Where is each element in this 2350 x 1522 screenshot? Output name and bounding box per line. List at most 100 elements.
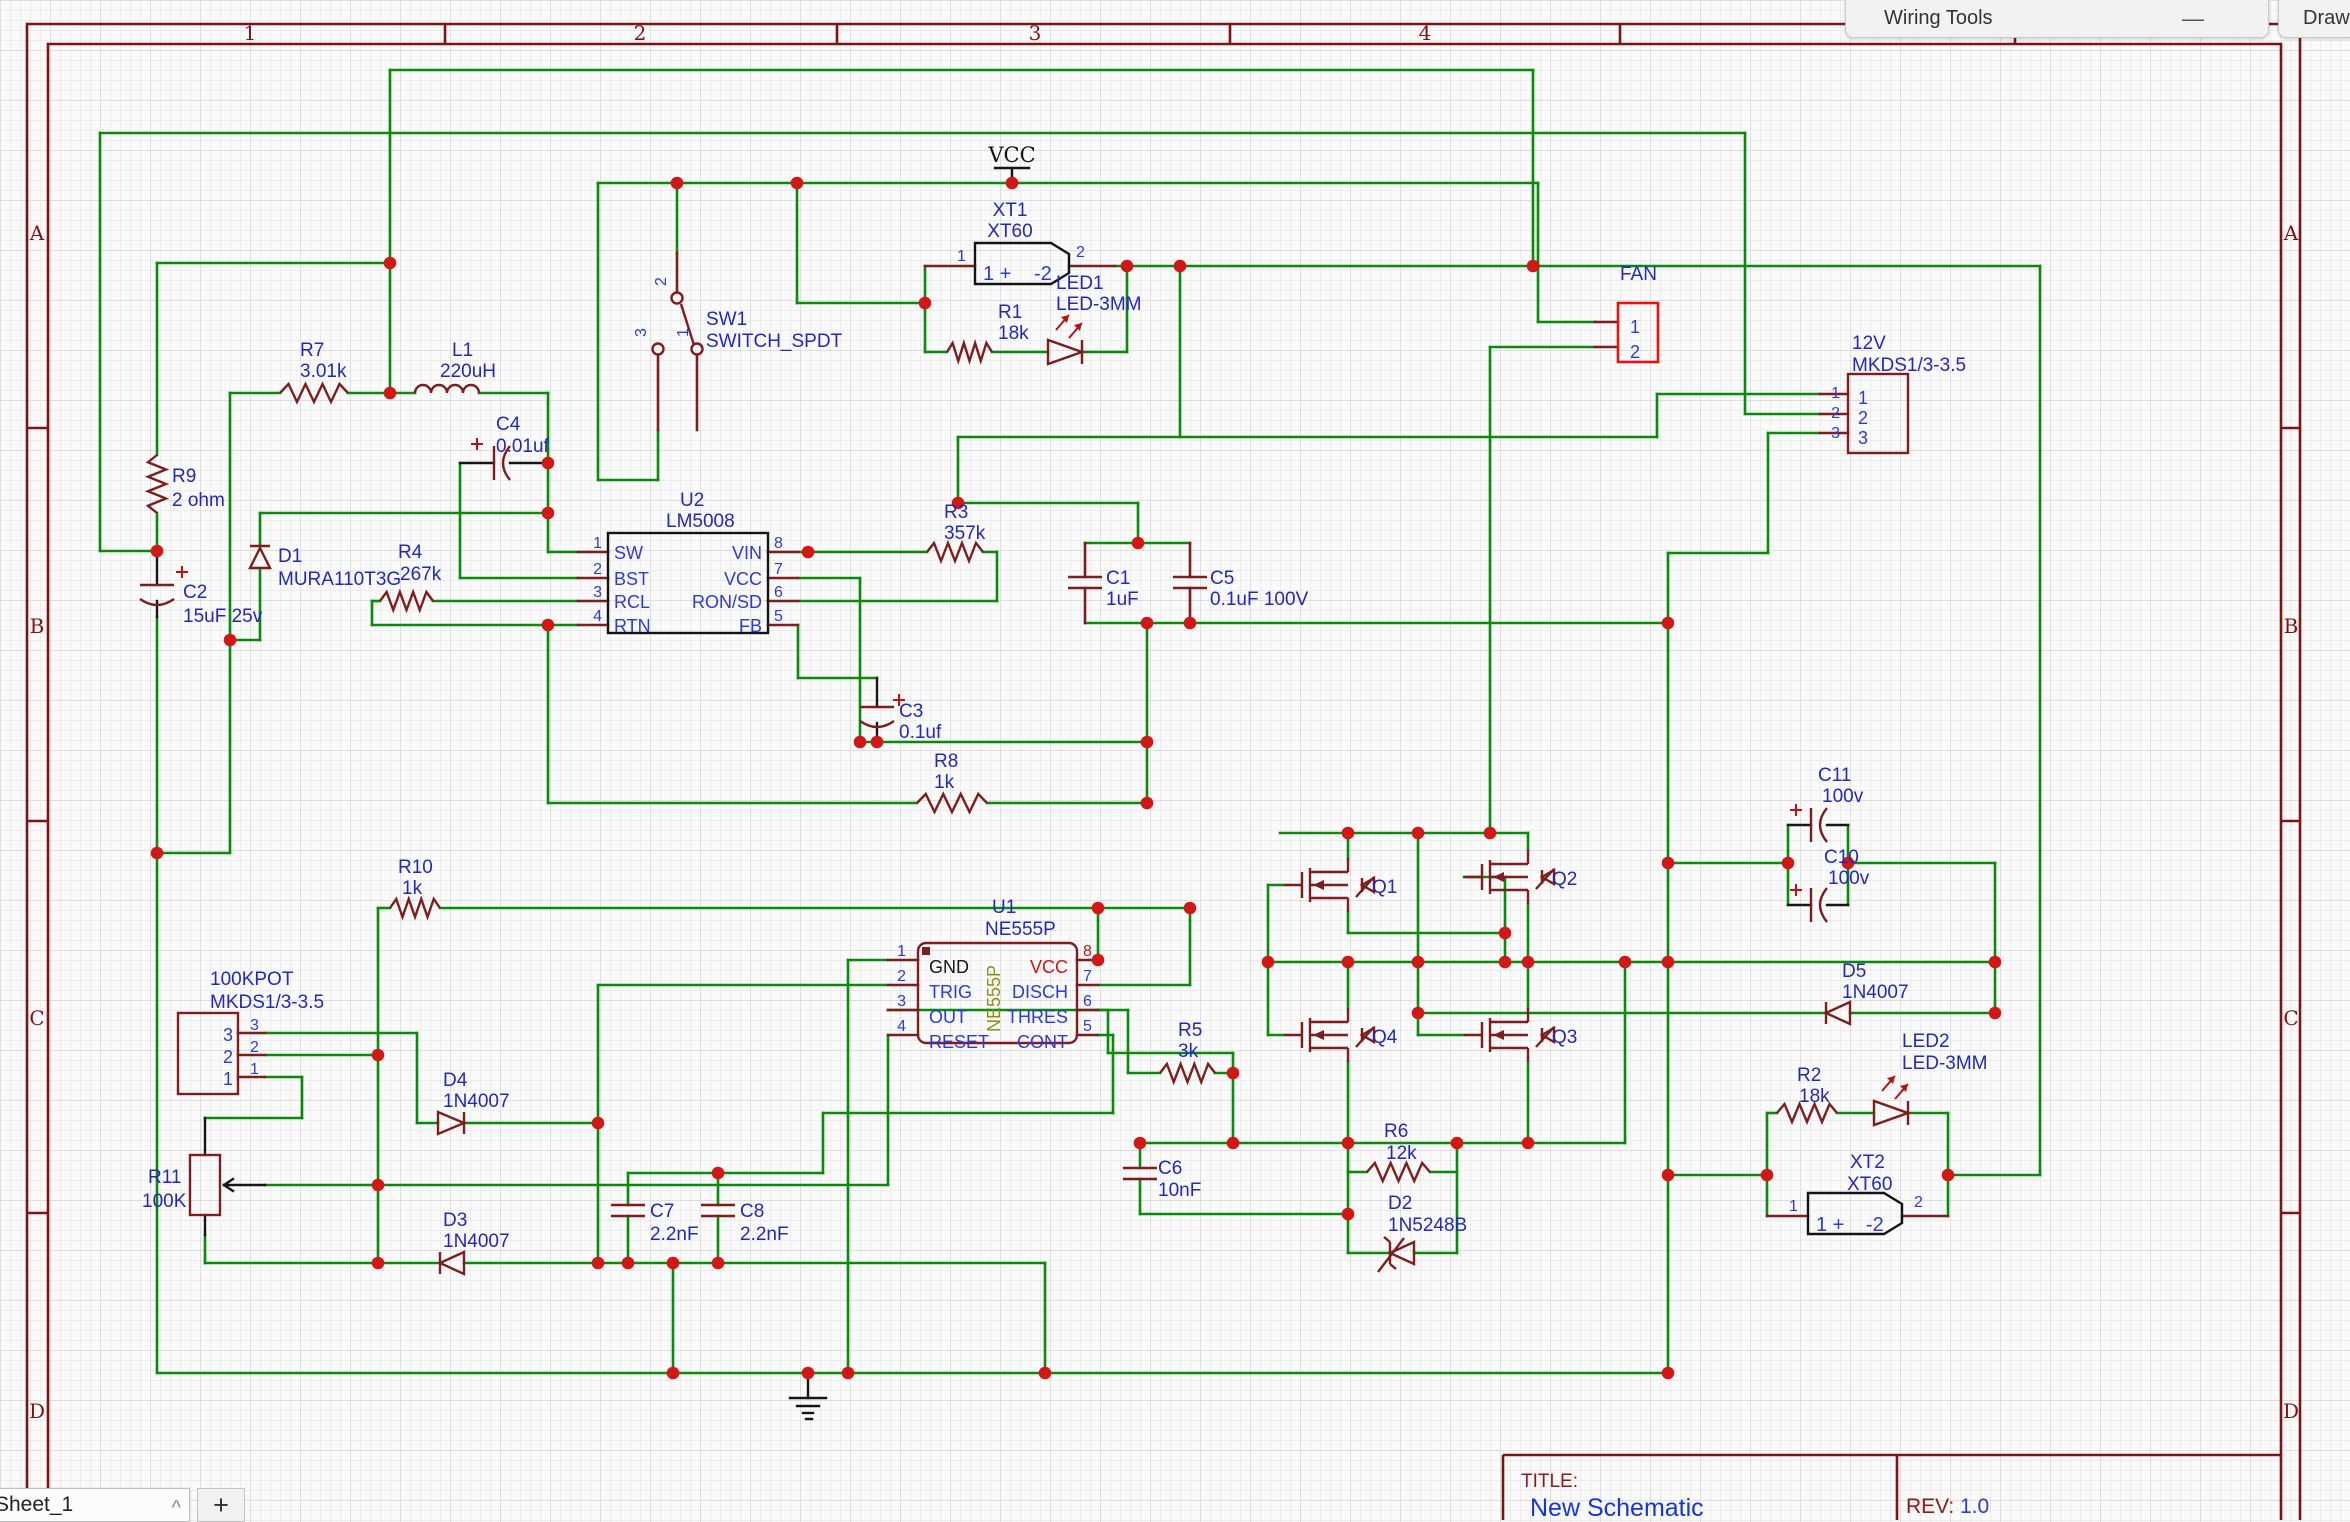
schematic-text[interactable]: 6 bbox=[774, 584, 783, 601]
schematic-text[interactable]: VIN bbox=[732, 543, 762, 563]
schematic-text[interactable]: C8 bbox=[740, 1201, 764, 1222]
schematic-text[interactable]: 10nF bbox=[1158, 1180, 1201, 1201]
schematic-text[interactable]: C4 bbox=[496, 414, 521, 435]
schematic-text[interactable]: 1 bbox=[675, 328, 692, 337]
resistor[interactable] bbox=[279, 381, 349, 405]
schematic-text[interactable]: 15uF 25v bbox=[183, 606, 263, 627]
schematic-text[interactable]: 1 bbox=[223, 1069, 233, 1089]
schematic-text[interactable]: 1N4007 bbox=[443, 1091, 510, 1112]
schematic-text[interactable]: 2 bbox=[593, 561, 602, 578]
schematic-text[interactable]: 357k bbox=[944, 523, 986, 544]
schematic-text[interactable]: D5 bbox=[1842, 961, 1866, 982]
schematic-text[interactable]: 1N5248B bbox=[1388, 1215, 1467, 1236]
schematic-text[interactable]: Q4 bbox=[1372, 1027, 1398, 1048]
schematic-text[interactable]: C6 bbox=[1158, 1158, 1182, 1179]
component-body[interactable] bbox=[1846, 372, 1910, 455]
schematic-text[interactable]: D3 bbox=[443, 1210, 467, 1231]
diode[interactable] bbox=[248, 545, 272, 570]
mosfet[interactable] bbox=[1313, 880, 1324, 890]
schematic-text[interactable]: VCC bbox=[724, 569, 762, 589]
schematic-text[interactable]: 2 bbox=[1076, 244, 1085, 261]
schematic-text[interactable]: 18k bbox=[1799, 1086, 1830, 1107]
capacitor-polarized[interactable] bbox=[1818, 807, 1828, 843]
schematic-text[interactable]: L1 bbox=[452, 340, 473, 361]
schematic-text[interactable]: C7 bbox=[650, 1201, 674, 1222]
net-label-vcc[interactable]: VCC bbox=[987, 143, 1035, 167]
schematic-text[interactable]: 100v bbox=[1822, 786, 1864, 807]
schematic-text[interactable]: 3 bbox=[223, 1025, 233, 1045]
schematic-text[interactable]: Q2 bbox=[1552, 869, 1577, 890]
schematic-text[interactable]: 1 bbox=[1789, 1198, 1798, 1215]
schematic-text[interactable]: FB bbox=[739, 616, 762, 636]
schematic-text[interactable]: LED1 bbox=[1056, 273, 1104, 294]
schematic-text[interactable]: -2 bbox=[1866, 1214, 1884, 1236]
schematic-text[interactable]: LM5008 bbox=[666, 511, 735, 532]
zener-diode[interactable] bbox=[1377, 1237, 1405, 1273]
wiring-tools-panel[interactable]: Wiring Tools — bbox=[1845, 0, 2269, 38]
schematic-text[interactable]: 100v bbox=[1828, 868, 1870, 889]
schematic-text[interactable]: LED-3MM bbox=[1902, 1053, 1988, 1074]
schematic-text[interactable]: R2 bbox=[1797, 1065, 1821, 1086]
diode[interactable] bbox=[1387, 1240, 1416, 1266]
schematic-text[interactable]: 3 bbox=[633, 328, 650, 337]
schematic-text[interactable]: MKDS1/3-3.5 bbox=[1852, 355, 1966, 376]
schematic-text[interactable]: 3k bbox=[1178, 1041, 1199, 1062]
schematic-text[interactable]: 4 bbox=[593, 608, 602, 625]
schematic-text[interactable]: 220uH bbox=[440, 361, 496, 382]
schematic-text[interactable]: C2 bbox=[183, 582, 207, 603]
schematic-text[interactable]: 2 bbox=[653, 277, 670, 286]
schematic-text[interactable]: 3 bbox=[1858, 428, 1868, 448]
component-body[interactable] bbox=[188, 1153, 222, 1217]
schematic-text[interactable]: R8 bbox=[934, 751, 958, 772]
schematic-text[interactable]: 100K bbox=[142, 1191, 187, 1212]
component-body[interactable] bbox=[606, 531, 770, 635]
schematic-text[interactable]: 4 bbox=[897, 1018, 906, 1035]
schematic-text[interactable]: R10 bbox=[398, 857, 433, 878]
schematic-text[interactable]: 0.1uf bbox=[899, 722, 942, 743]
mosfet[interactable] bbox=[1493, 872, 1504, 882]
schematic-text[interactable]: MKDS1/3-3.5 bbox=[210, 992, 324, 1013]
rev-value[interactable]: 1.0 bbox=[1960, 1495, 1989, 1518]
schematic-text[interactable]: 100KPOT bbox=[210, 969, 294, 990]
schematic-text[interactable]: 7 bbox=[774, 561, 783, 578]
sheet-tab[interactable]: Sheet_1 ^ bbox=[0, 1488, 190, 1522]
resistor[interactable] bbox=[1776, 1100, 1838, 1126]
schematic-text[interactable]: MURA110T3G bbox=[278, 569, 401, 590]
resistor[interactable] bbox=[1159, 1060, 1216, 1086]
diode[interactable] bbox=[436, 1110, 468, 1136]
schematic-text[interactable]: R11 bbox=[148, 1167, 181, 1188]
schematic-text[interactable]: 3 bbox=[593, 584, 602, 601]
diode[interactable] bbox=[437, 1250, 466, 1276]
schematic-text[interactable]: FAN bbox=[1620, 264, 1657, 285]
schematic-text[interactable]: D1 bbox=[278, 546, 302, 567]
schematic-text[interactable]: C10 bbox=[1824, 847, 1859, 868]
schematic-text[interactable]: 1 + bbox=[983, 263, 1011, 285]
schematic-text[interactable]: LED-3MM bbox=[1056, 294, 1142, 315]
schematic-text[interactable]: 1 bbox=[897, 943, 906, 960]
spdt-switch[interactable] bbox=[690, 342, 704, 356]
schematic-text[interactable]: C1 bbox=[1106, 568, 1130, 589]
schematic-text[interactable]: -2 bbox=[1034, 263, 1052, 285]
schematic-text[interactable]: XT1 bbox=[993, 200, 1028, 221]
schematic-text[interactable]: LED2 bbox=[1902, 1031, 1950, 1052]
schematic-text[interactable]: R9 bbox=[172, 466, 196, 487]
schematic-text[interactable]: 2.2nF bbox=[740, 1224, 789, 1245]
schematic-text[interactable]: RCL bbox=[614, 592, 650, 612]
schematic-text[interactable]: RESET bbox=[929, 1032, 989, 1052]
schematic-text[interactable]: XT60 bbox=[1847, 1174, 1892, 1195]
schematic-text[interactable]: OUT bbox=[929, 1007, 967, 1027]
schematic-text[interactable]: 2 bbox=[1858, 408, 1868, 428]
schematic-text[interactable]: 1k bbox=[934, 772, 955, 793]
schematic-text[interactable]: 18k bbox=[998, 323, 1029, 344]
schematic-text[interactable]: U1 bbox=[992, 897, 1016, 918]
schematic-text[interactable]: 1 bbox=[250, 1061, 259, 1078]
schematic-text[interactable]: C5 bbox=[1210, 568, 1234, 589]
resistor[interactable] bbox=[1366, 1160, 1431, 1184]
resistor[interactable] bbox=[926, 539, 984, 565]
resistor[interactable] bbox=[389, 895, 441, 921]
spdt-switch-lever[interactable] bbox=[679, 303, 696, 346]
schematic-text[interactable]: 5 bbox=[774, 608, 783, 625]
schematic-text[interactable]: SWITCH_SPDT bbox=[706, 331, 843, 352]
schematic-text[interactable]: 1 bbox=[1630, 317, 1640, 337]
